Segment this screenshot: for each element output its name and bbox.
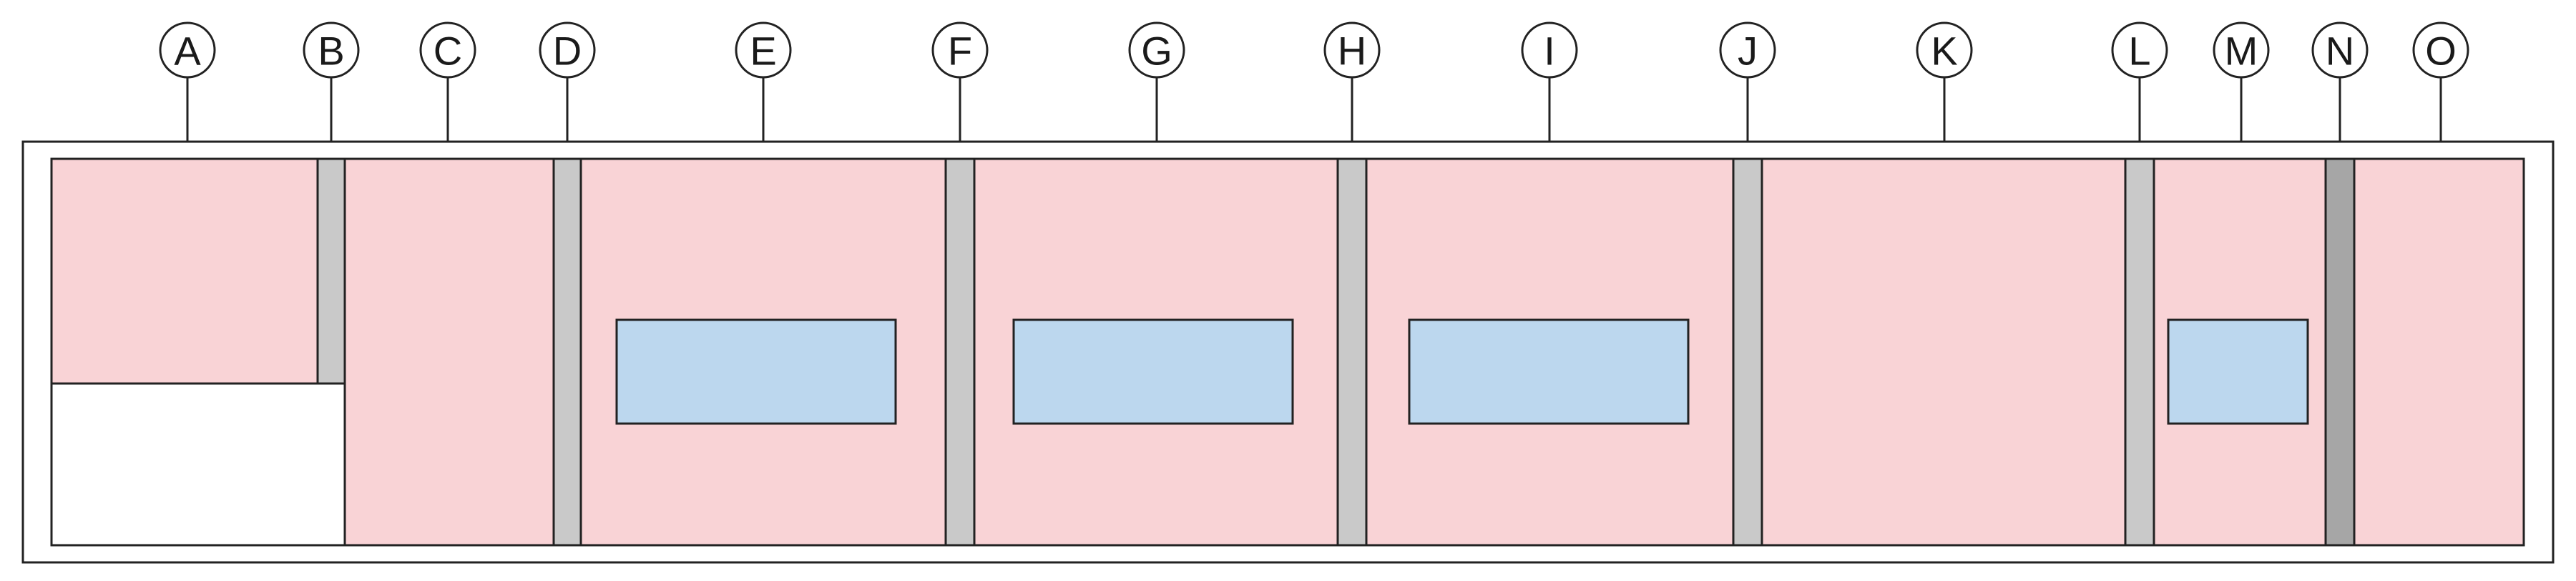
divider-b xyxy=(316,157,346,385)
grid-bubble-i: I xyxy=(1521,21,1578,159)
divider-f xyxy=(944,157,976,547)
grid-label-i: I xyxy=(1544,29,1555,74)
grid-label-k: K xyxy=(1931,29,1957,74)
grid-bubble-o: O xyxy=(2412,21,2469,159)
grid-label-c: C xyxy=(434,29,462,74)
panel-g xyxy=(1012,318,1294,425)
divider-n xyxy=(2324,157,2356,547)
grid-bubble-d: D xyxy=(539,21,596,159)
grid-bubble-b: B xyxy=(303,21,360,159)
divider-j xyxy=(1732,157,1763,547)
grid-label-d: D xyxy=(553,29,582,74)
zone-k xyxy=(1760,157,2127,547)
grid-bubble-k: K xyxy=(1916,21,1973,159)
grid-label-j: J xyxy=(1738,29,1758,74)
panel-m xyxy=(2167,318,2309,425)
grid-bubble-c: C xyxy=(419,21,476,159)
grid-bubble-e: E xyxy=(735,21,792,159)
grid-bubble-f: F xyxy=(931,21,989,159)
zone-o xyxy=(2353,157,2525,547)
panel-e xyxy=(615,318,897,425)
grid-label-n: N xyxy=(2326,29,2354,74)
panel-i xyxy=(1408,318,1690,425)
grid-label-g: G xyxy=(1141,29,1172,74)
zone-a xyxy=(50,157,319,385)
grid-bubble-l: L xyxy=(2111,21,2168,159)
zone-a-lower-empty xyxy=(50,382,346,547)
grid-label-l: L xyxy=(2128,29,2150,74)
divider-d xyxy=(552,157,582,547)
grid-bubbles: A B C D E F G xyxy=(159,21,2469,159)
grid-label-a: A xyxy=(174,29,201,74)
grid-bubble-g: G xyxy=(1128,21,1185,159)
grid-label-m: M xyxy=(2225,29,2258,74)
grid-bubble-n: N xyxy=(2311,21,2369,159)
grid-bubble-m: M xyxy=(2213,21,2270,159)
zone-c xyxy=(343,157,555,547)
grid-bubble-a: A xyxy=(159,21,216,159)
grid-label-h: H xyxy=(1338,29,1366,74)
divider-h xyxy=(1336,157,1368,547)
panels xyxy=(615,318,2309,425)
grid-bubble-j: J xyxy=(1719,21,1776,159)
divider-l xyxy=(2124,157,2155,547)
grid-label-f: F xyxy=(948,29,972,74)
grid-label-o: O xyxy=(2425,29,2457,74)
grid-label-b: B xyxy=(318,29,344,74)
grid-bubble-h: H xyxy=(1323,21,1381,159)
grid-label-e: E xyxy=(750,29,776,74)
dividers xyxy=(316,157,2356,547)
